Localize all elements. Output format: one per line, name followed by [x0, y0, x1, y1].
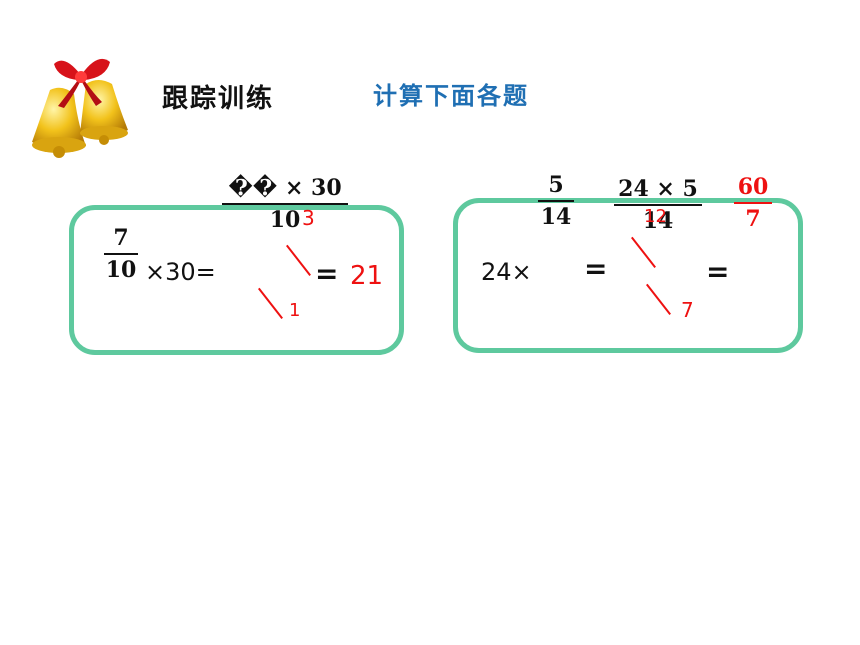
- p1-step-fraction: �� × 30 10: [222, 175, 348, 233]
- p2-denominator: 14: [540, 204, 572, 230]
- p2-result-denominator: 7: [745, 206, 761, 232]
- p2-step-fraction: 24 × 5 14: [614, 176, 702, 234]
- p1-fraction: 7 10: [104, 225, 138, 283]
- p1-times-thirty: ×30=: [145, 258, 216, 286]
- instruction-text: 计算下面各题: [373, 82, 529, 110]
- p1-step-bar: [222, 203, 348, 205]
- p2-lead: 24×: [481, 258, 532, 286]
- p2-numerator: 5: [548, 172, 564, 198]
- p2-fraction: 5 14: [538, 172, 574, 230]
- p1-denominator: 10: [105, 257, 137, 283]
- p2-equals-1: =: [584, 252, 608, 285]
- page-title: 跟踪训练: [162, 84, 275, 114]
- problem-1-box: [69, 205, 404, 355]
- p1-equals: =: [315, 257, 339, 290]
- p2-step-numerator: 24 × 5: [618, 176, 698, 202]
- bells-icon: [28, 50, 132, 160]
- p1-bar: [104, 253, 138, 255]
- p2-reduced-bottom: 7: [681, 298, 694, 322]
- p1-reduced-denominator: 3: [302, 206, 315, 230]
- p2-equals-2: =: [706, 255, 730, 288]
- p2-result-numerator: 60: [737, 174, 769, 200]
- p2-result-fraction: 60 7: [734, 174, 772, 232]
- p1-numerator: 7: [113, 225, 129, 251]
- p1-step-numerator: �� × 30: [228, 175, 342, 201]
- p2-result-bar: [734, 202, 772, 204]
- p2-bar: [538, 200, 574, 202]
- p2-reduced-top: 12: [644, 206, 667, 227]
- p2-step-denominator: 14: [642, 208, 674, 234]
- problem-2-box: [453, 198, 803, 353]
- p2-step-bar: [614, 204, 702, 206]
- p1-reduced-numerator: 1: [289, 300, 301, 321]
- p1-result: 21: [350, 261, 384, 291]
- p1-step-denominator: 10: [269, 207, 301, 233]
